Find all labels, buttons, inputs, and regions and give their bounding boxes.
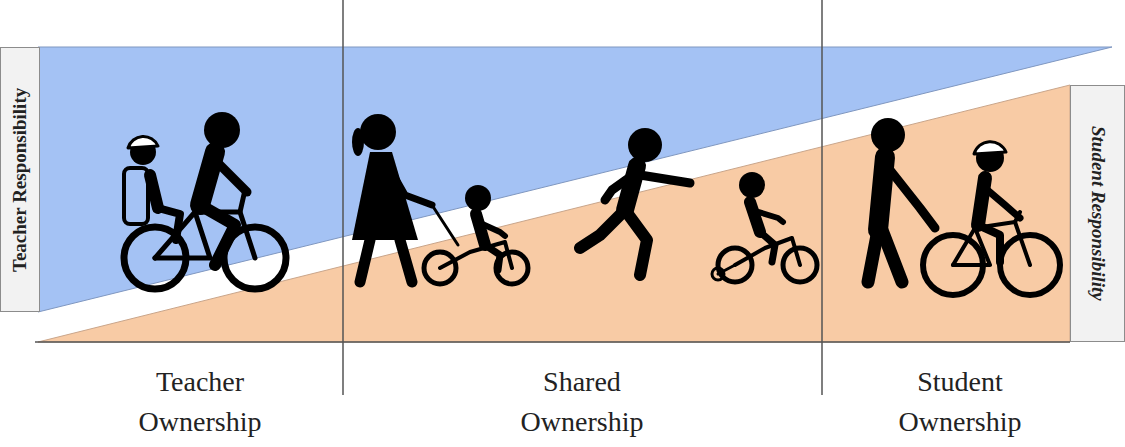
adult-arm: [640, 175, 690, 183]
baseline: [35, 341, 1070, 343]
adult-torso: [878, 157, 885, 230]
bike-frame: [735, 238, 800, 265]
adult-head: [628, 128, 662, 162]
child-torso: [750, 202, 760, 232]
adult-arm: [890, 170, 935, 228]
bike-frame: [953, 222, 1030, 265]
adult-leg: [868, 230, 878, 282]
child-arm: [478, 222, 505, 236]
child-torso: [476, 214, 485, 245]
push-handle: [432, 205, 458, 245]
adult-head: [204, 112, 240, 148]
releasing-parent: [868, 118, 1060, 295]
bike-frame: [440, 242, 512, 268]
child-leg: [158, 208, 180, 240]
adult-leg: [400, 240, 412, 282]
adult-arm: [217, 162, 247, 192]
adult-leg: [625, 210, 647, 275]
adult-head: [871, 118, 905, 152]
box-title: Student Responsibility: [1088, 126, 1108, 301]
divider-line: [342, 0, 344, 395]
adult-leg: [200, 205, 235, 265]
adult-leg: [580, 210, 625, 248]
stage-label: Teacher Ownership: [100, 362, 300, 442]
ponytail: [352, 128, 364, 156]
bike-frame: [953, 228, 990, 265]
child-head: [739, 172, 765, 198]
adult-torso: [200, 152, 215, 205]
bike-frame: [718, 265, 735, 274]
responsibility-box: Teacher Responsibility: [0, 47, 40, 312]
child-arm: [752, 210, 783, 222]
tandem-cyclist: [124, 112, 286, 289]
divider-line: [821, 0, 823, 395]
responsibility-box: Student Responsibility: [1070, 85, 1125, 342]
stage-label: Shared Ownership: [482, 362, 682, 442]
box-title: Teacher Responsibility: [10, 87, 30, 271]
handlebar: [1015, 212, 1020, 222]
pushing-parent: [352, 114, 528, 284]
child-arm: [985, 188, 1020, 218]
adult-arm: [388, 165, 432, 205]
helmet: [974, 142, 1006, 154]
helmet: [128, 136, 158, 148]
adult-arm: [605, 175, 633, 200]
stage-label: Student Ownership: [860, 362, 1060, 442]
child-torso: [150, 175, 158, 208]
running-parent: [580, 128, 817, 282]
adult-head: [360, 114, 396, 150]
child-head: [465, 185, 491, 211]
adult-leg: [882, 230, 902, 282]
adult-leg: [360, 240, 370, 282]
bike-frame: [155, 212, 255, 258]
student-triangle: [38, 85, 1070, 342]
